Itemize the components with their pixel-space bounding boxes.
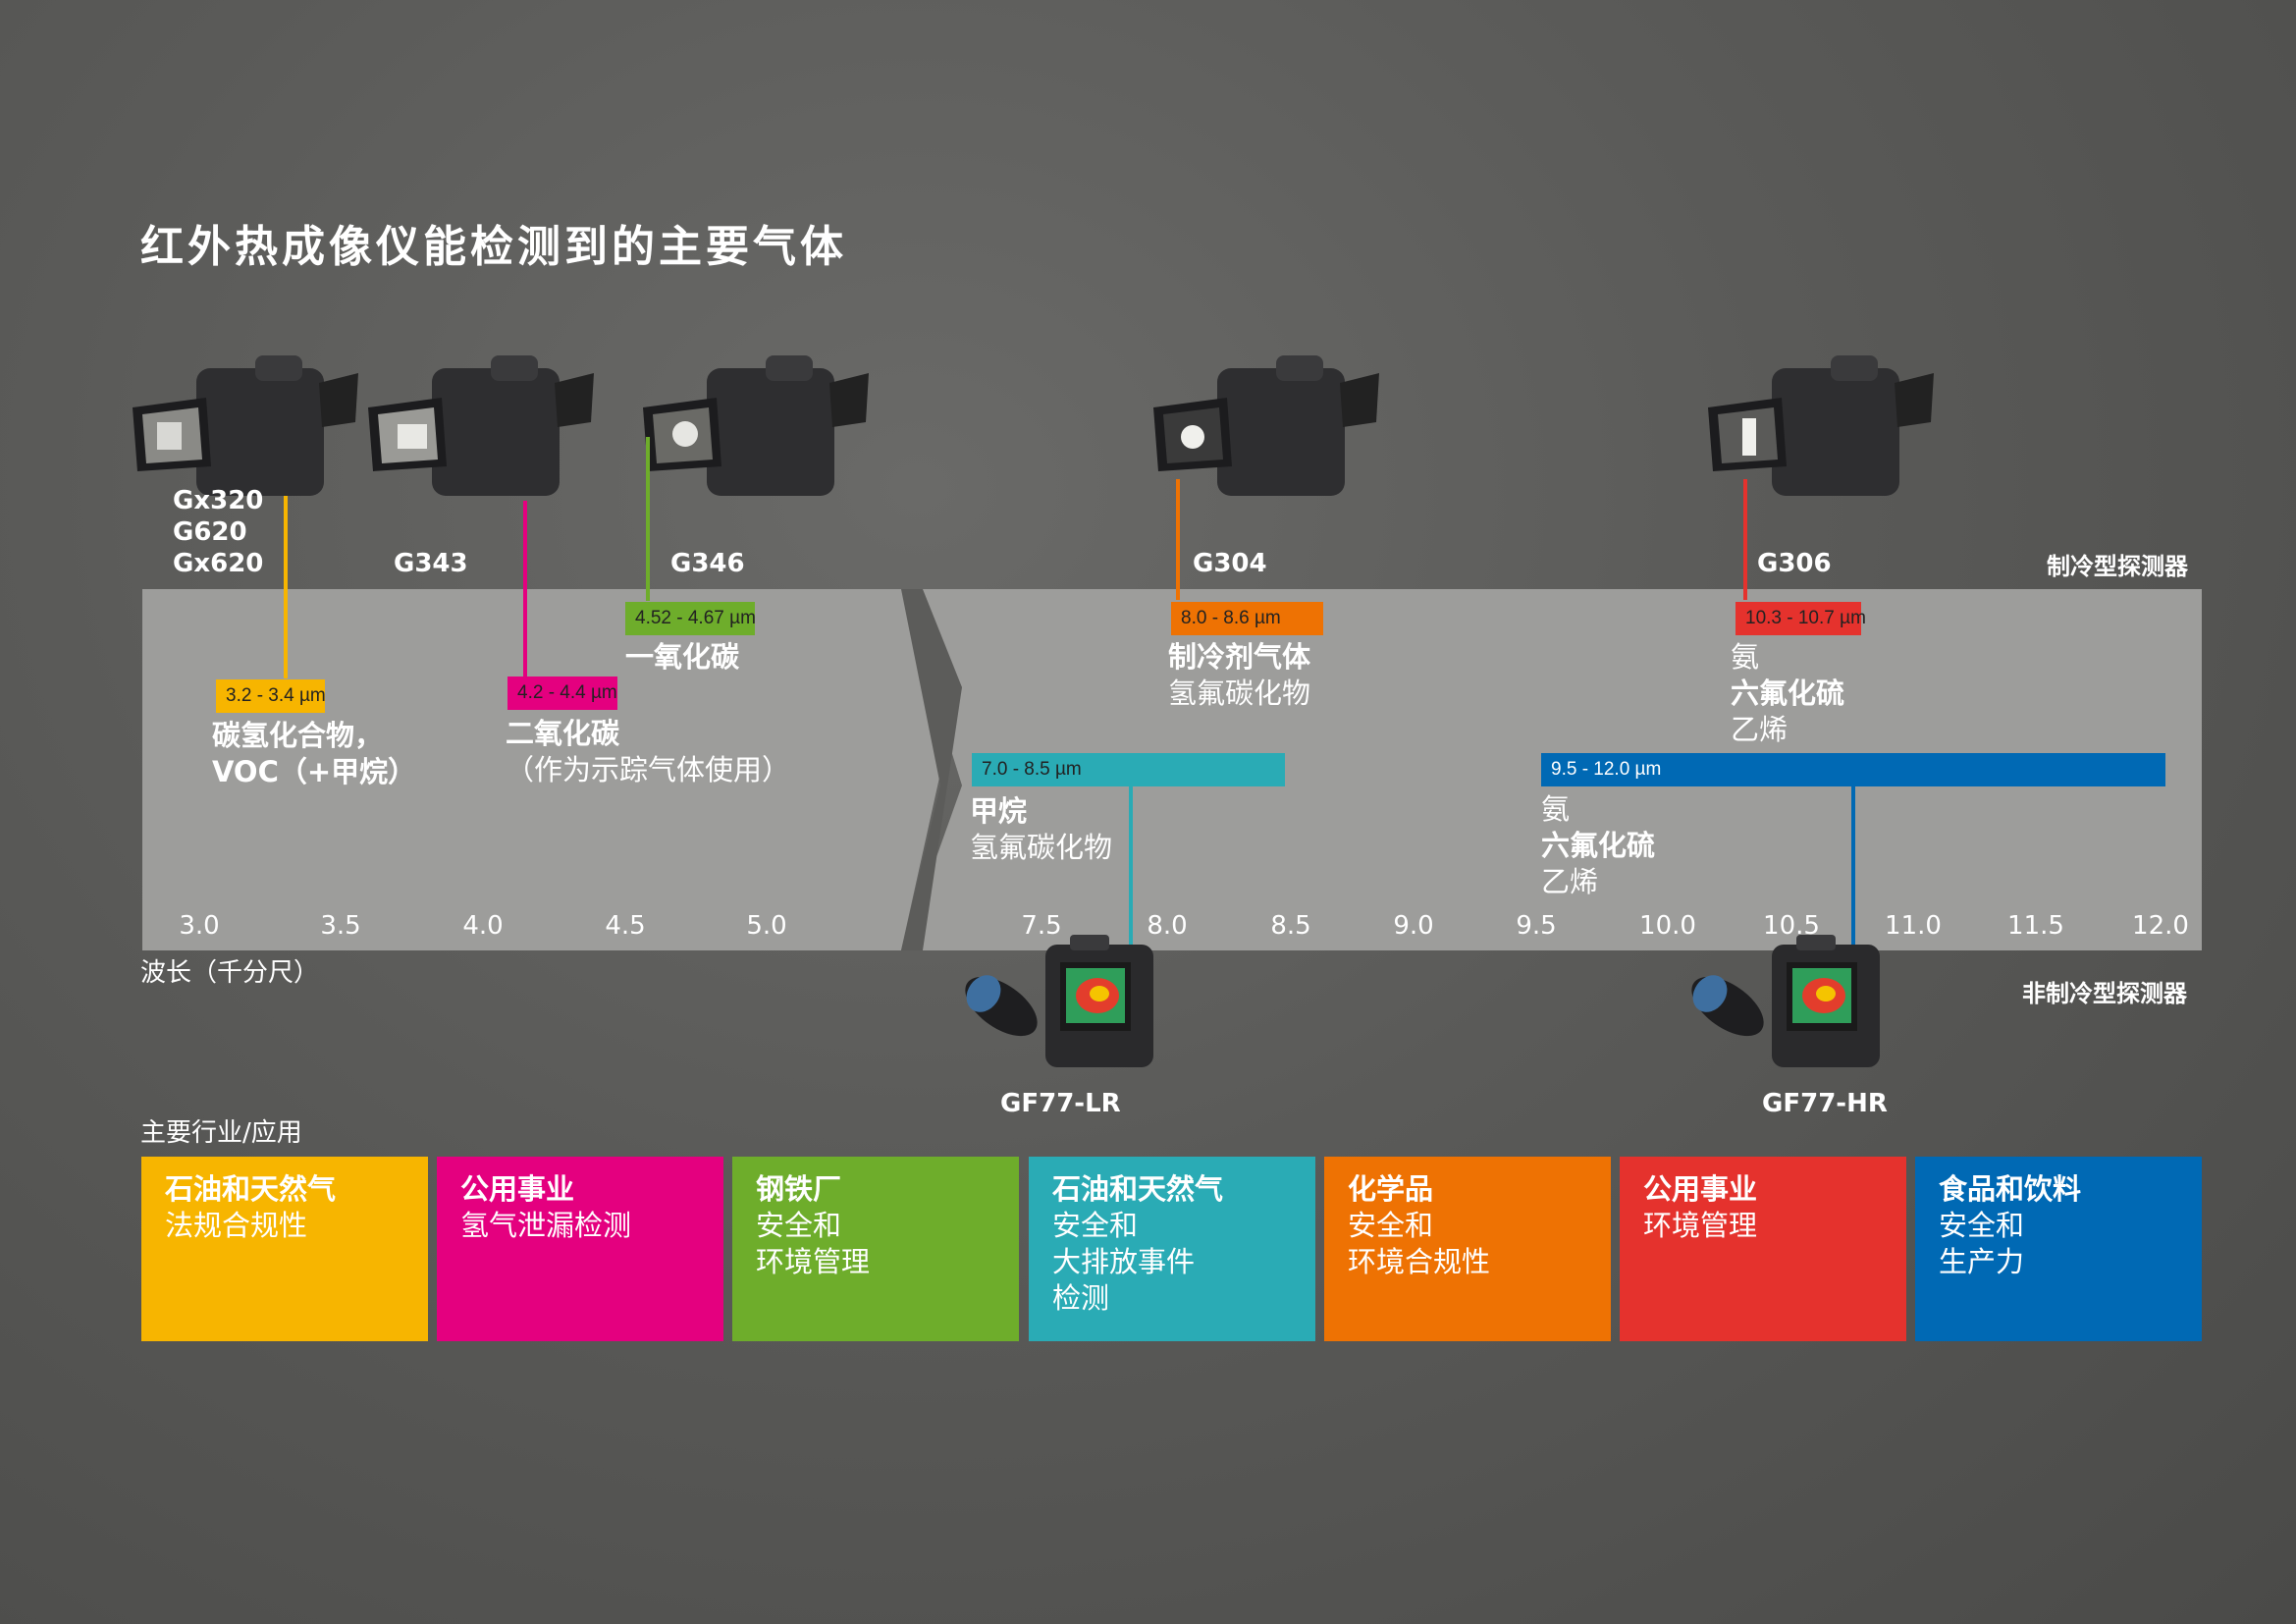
- industry-card: 化学品安全和环境合规性: [1324, 1157, 1611, 1341]
- camera-label-gx320: Gx320 G620 Gx620: [173, 486, 264, 578]
- tick-label: 9.5: [1516, 911, 1557, 941]
- gas-group-gf77hr: 氨 六氟化硫 乙烯: [1541, 792, 1656, 898]
- camera-label-g306: G306: [1757, 549, 1832, 578]
- cooled-detector-label: 制冷型探测器: [2047, 553, 2188, 580]
- industries-heading: 主要行业/应用: [140, 1118, 302, 1148]
- industry-card-text: 环境合规性: [1348, 1245, 1491, 1278]
- camera-label-gf77lr: GF77-LR: [1000, 1089, 1121, 1118]
- industry-card-text: 法规合规性: [165, 1209, 308, 1242]
- connector-line-gf77hr: [1851, 785, 1855, 967]
- industry-card-text: 环境管理: [756, 1245, 871, 1278]
- connector-line-g306: [1743, 479, 1747, 600]
- tick-label: 5.0: [746, 911, 787, 941]
- camera-label-gf77hr: GF77-HR: [1762, 1089, 1888, 1118]
- range-bar-gf77hr: 9.5 - 12.0 µm: [1541, 753, 2165, 786]
- camera-label-g346: G346: [670, 549, 745, 578]
- tick-label: 11.0: [1885, 911, 1942, 941]
- gas-group-g306: 氨 六氟化硫 乙烯: [1731, 640, 1845, 746]
- industry-card-text: 安全和: [756, 1209, 842, 1242]
- industry-card-text: 安全和: [1939, 1209, 2025, 1242]
- industry-card: 公用事业环境管理: [1620, 1157, 1906, 1341]
- industry-card-title: 石油和天然气: [1052, 1172, 1224, 1206]
- connector-line-g304: [1176, 479, 1180, 600]
- camera-gx320-icon: [133, 355, 358, 496]
- tick-label: 4.5: [605, 911, 646, 941]
- industry-card-title: 石油和天然气: [165, 1172, 337, 1206]
- page-title: 红外热成像仪能检测到的主要气体: [140, 222, 847, 272]
- camera-label-g343: G343: [394, 549, 468, 578]
- industry-card-title: 公用事业: [460, 1172, 575, 1206]
- tick-label: 7.5: [1021, 911, 1062, 941]
- industry-card-title: 钢铁厂: [756, 1172, 842, 1206]
- camera-g346-icon: [643, 355, 869, 496]
- industry-card: 石油和天然气安全和大排放事件检测: [1029, 1157, 1315, 1341]
- industry-card: 石油和天然气法规合规性: [141, 1157, 428, 1341]
- industry-card-text: 安全和: [1052, 1209, 1139, 1242]
- industry-card-text: 环境管理: [1643, 1209, 1758, 1242]
- gas-group-methane: 甲烷 氢氟碳化物: [970, 794, 1113, 864]
- range-bar-methane: 7.0 - 8.5 µm: [972, 753, 1285, 786]
- industry-card-title: 食品和饮料: [1939, 1172, 2082, 1206]
- range-tag-co2: 4.2 - 4.4 µm: [507, 677, 617, 710]
- range-tag-refrigerants: 8.0 - 8.6 µm: [1171, 602, 1323, 635]
- tick-label: 10.0: [1639, 911, 1696, 941]
- connector-line-g346: [646, 437, 650, 601]
- range-tag-g306: 10.3 - 10.7 µm: [1735, 602, 1866, 635]
- tick-label: 12.0: [2132, 911, 2189, 941]
- camera-g306-icon: [1708, 355, 1934, 496]
- industry-card-text: 氢气泄漏检测: [460, 1209, 632, 1242]
- connector-line-g343: [523, 501, 527, 677]
- industry-card-text: 生产力: [1939, 1245, 2025, 1278]
- range-tag-co: 4.52 - 4.67 µm: [625, 602, 756, 635]
- industry-card: 钢铁厂安全和环境管理: [732, 1157, 1019, 1341]
- tick-label: 11.5: [2007, 911, 2064, 941]
- camera-g343-icon: [368, 355, 594, 496]
- tick-label: 9.0: [1393, 911, 1434, 941]
- gas-group-co: 一氧化碳: [625, 640, 740, 674]
- gas-group-co2: 二氧化碳 （作为示踪气体使用）: [506, 717, 791, 786]
- camera-label-g304: G304: [1193, 549, 1267, 578]
- industry-card-title: 公用事业: [1643, 1172, 1758, 1206]
- camera-gf77hr-icon: [1691, 935, 1880, 1067]
- industry-card-text: 检测: [1052, 1281, 1110, 1315]
- axis-title: 波长（千分尺）: [140, 958, 320, 988]
- industry-card-title: 化学品: [1348, 1172, 1434, 1206]
- tick-label: 8.5: [1270, 911, 1311, 941]
- gas-group-refrigerants: 制冷剂气体 氢氟碳化物: [1168, 640, 1311, 710]
- industry-card: 食品和饮料安全和生产力: [1915, 1157, 2202, 1341]
- tick-label: 4.0: [462, 911, 504, 941]
- uncooled-detector-label: 非制冷型探测器: [2022, 980, 2187, 1007]
- tick-label: 3.0: [179, 911, 220, 941]
- tick-label: 8.0: [1147, 911, 1188, 941]
- connector-line-gx320: [284, 496, 288, 678]
- industry-card: 公用事业氢气泄漏检测: [437, 1157, 723, 1341]
- range-tag-hydrocarbons: 3.2 - 3.4 µm: [216, 679, 326, 713]
- industry-card-text: 大排放事件: [1052, 1245, 1196, 1278]
- connector-line-gf77lr: [1129, 785, 1133, 967]
- tick-label: 3.5: [320, 911, 361, 941]
- industry-card-text: 安全和: [1348, 1209, 1434, 1242]
- camera-g304-icon: [1153, 355, 1379, 496]
- gas-group-hydrocarbons: 碳氢化合物， VOC（+甲烷）: [212, 719, 417, 788]
- camera-gf77lr-icon: [965, 935, 1153, 1067]
